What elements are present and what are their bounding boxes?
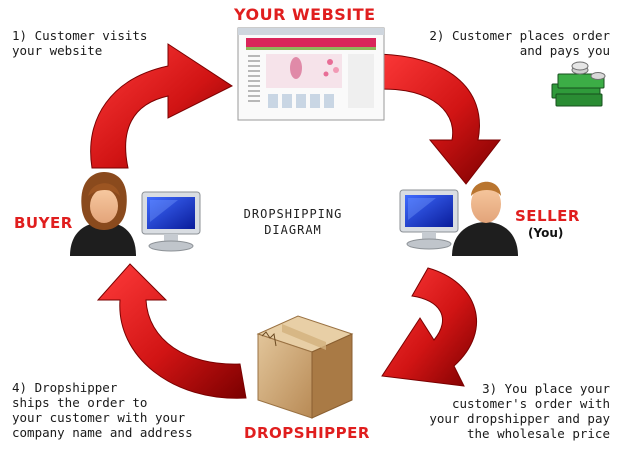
- step-3-line-1: 3) You place your: [482, 381, 610, 396]
- step-2-line-2: and pays you: [519, 43, 610, 58]
- step-3-line-4: the wholesale price: [467, 426, 610, 441]
- arrow-dropshipper-to-buyer: [96, 263, 247, 399]
- buyer-icon: [70, 172, 136, 256]
- seller-sub-label: (You): [528, 226, 564, 240]
- diagram-title-line-1: DROPSHIPPING: [243, 207, 343, 221]
- package-box-icon: [256, 315, 354, 419]
- step-3-line-3: your dropshipper and pay: [429, 411, 610, 426]
- arrow-buyer-to-website: [90, 43, 234, 169]
- money-icon: [551, 61, 606, 107]
- diagram-title-line-2: DIAGRAM: [264, 223, 322, 237]
- step-3-text: 3) You place your customer's order with …: [429, 381, 610, 441]
- dropshipper-label: DROPSHIPPER: [244, 424, 370, 442]
- arrow-website-to-seller: [367, 53, 502, 185]
- diagram-title: DROPSHIPPING DIAGRAM: [233, 206, 353, 238]
- step-1-line-1: 1) Customer visits: [12, 28, 148, 43]
- seller-label: SELLER: [515, 207, 580, 225]
- step-2-text: 2) Customer places order and pays you: [429, 28, 610, 58]
- step-3-line-2: customer's order with: [451, 396, 610, 411]
- seller-computer-icon: [399, 189, 459, 250]
- seller-icon: [452, 181, 518, 256]
- step-1-line-2: your website: [12, 43, 103, 58]
- website-screenshot: [237, 27, 385, 121]
- step-4-line-4: company name and address: [12, 425, 193, 440]
- step-4-line-3: your customer with your: [12, 410, 186, 425]
- step-4-line-1: 4) Dropshipper: [12, 380, 118, 395]
- step-1-text: 1) Customer visits your website: [12, 28, 147, 58]
- website-label: YOUR WEBSITE: [234, 5, 376, 24]
- buyer-computer-icon: [141, 191, 201, 252]
- buyer-label: BUYER: [14, 214, 73, 232]
- step-4-text: 4) Dropshipper ships the order to your c…: [12, 380, 193, 440]
- arrow-seller-to-dropshipper: [381, 267, 478, 387]
- step-2-line-1: 2) Customer places order: [429, 28, 610, 43]
- step-4-line-2: ships the order to: [12, 395, 148, 410]
